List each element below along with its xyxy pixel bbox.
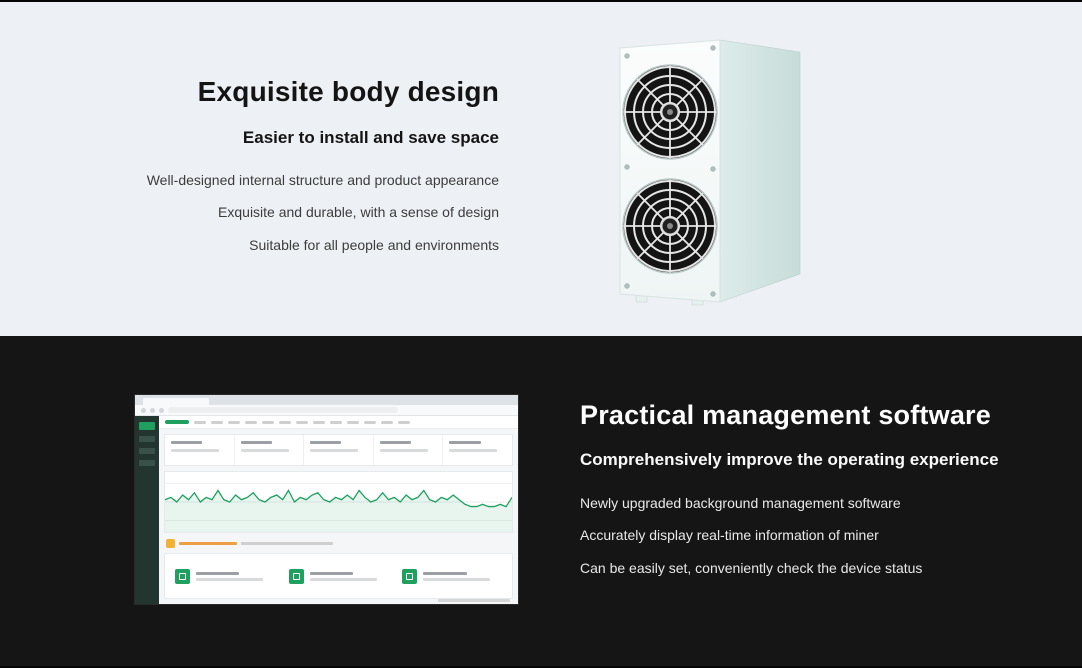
feature-line: Can be easily set, conveniently check th…: [580, 559, 923, 576]
stat-label-placeholder: [379, 441, 411, 444]
stat-cell: [165, 435, 234, 465]
stat-cell: [303, 435, 373, 465]
hashrate-sparkline: [165, 482, 512, 532]
status-card: [402, 568, 502, 584]
app-body: [135, 416, 518, 604]
alert-text-placeholder: [179, 541, 237, 545]
sidebar-item: [139, 448, 155, 454]
card-subtitle-placeholder: [196, 577, 263, 581]
sidebar-item: [139, 436, 155, 442]
miner-product-image: [608, 36, 813, 306]
sparkline-line: [165, 489, 512, 508]
card-subtitle-placeholder: [309, 577, 377, 581]
management-software-text-block: Practical management software Comprehens…: [580, 400, 1060, 593]
app-sidebar: [135, 416, 159, 604]
dashboard-screenshot: [135, 395, 518, 604]
stat-value-placeholder: [379, 449, 428, 452]
status-card: [288, 568, 389, 584]
card-text-placeholders: [309, 571, 389, 581]
stat-cell: [372, 435, 443, 465]
nav-item-placeholder: [194, 420, 206, 424]
browser-toolbar: [135, 405, 518, 416]
browser-titlebar: [135, 395, 518, 405]
feature-line: Newly upgraded background management sof…: [580, 495, 901, 511]
fan-grille-top: [622, 64, 718, 160]
app-logo: [165, 420, 189, 424]
nav-item-placeholder: [245, 420, 257, 424]
alert-text-placeholder: [241, 541, 333, 545]
nav-item-placeholder: [398, 420, 410, 424]
app-content-column: [159, 416, 518, 604]
sparkline-area: [165, 490, 512, 532]
card-text-placeholders: [423, 571, 502, 581]
sidebar-item-active: [139, 422, 155, 430]
section-heading: Practical management software: [580, 400, 991, 430]
section-heading: Exquisite body design: [197, 76, 499, 107]
top-border: [0, 0, 1082, 2]
stat-label-placeholder: [449, 441, 481, 444]
sidebar-item: [139, 460, 155, 466]
nav-item-placeholder: [347, 420, 359, 424]
card-green-icon: [175, 568, 190, 584]
stat-value-placeholder: [171, 449, 220, 452]
status-card: [175, 568, 275, 584]
nav-item-placeholder: [262, 420, 274, 424]
nav-item-placeholder: [330, 420, 342, 424]
app-top-nav: [159, 416, 518, 429]
stat-value-placeholder: [310, 449, 359, 452]
nav-item-placeholder: [228, 420, 240, 424]
card-icon-glyph: [292, 572, 300, 580]
stat-label-placeholder: [310, 441, 342, 444]
card-green-icon: [402, 568, 418, 584]
stat-value-placeholder: [240, 449, 289, 452]
back-icon: [141, 407, 146, 413]
alert-row: [164, 538, 513, 548]
body-design-section: Exquisite body design Easier to install …: [0, 2, 1082, 336]
body-design-text-block: Exquisite body design Easier to install …: [59, 76, 499, 270]
feature-line: Exquisite and durable, with a sense of d…: [218, 204, 499, 221]
card-title-placeholder: [423, 571, 467, 575]
footer-note-placeholder: [438, 599, 510, 602]
card-title-placeholder: [309, 571, 353, 575]
nav-item-placeholder: [296, 420, 308, 424]
app-main: [159, 429, 518, 604]
card-subtitle-placeholder: [423, 577, 491, 581]
card-icon-glyph: [406, 572, 414, 580]
warning-icon: [166, 538, 175, 548]
nav-item-placeholder: [211, 420, 223, 424]
screws: [624, 45, 716, 297]
hashrate-chart-panel: [164, 471, 513, 533]
card-title-placeholder: [196, 571, 240, 575]
nav-item-placeholder: [381, 420, 393, 424]
feature-line: Well-designed internal structure and pro…: [146, 172, 499, 188]
feature-line: Accurately display real-time information…: [580, 527, 879, 544]
forward-icon: [150, 407, 155, 413]
stat-cell: [442, 435, 512, 465]
section-subheading: Comprehensively improve the operating ex…: [580, 450, 999, 469]
reload-icon: [159, 407, 164, 413]
card-text-placeholders: [196, 571, 275, 581]
address-bar: [168, 407, 398, 413]
stat-label-placeholder: [171, 441, 203, 444]
stat-value-placeholder: [449, 449, 498, 452]
management-software-section: Practical management software Comprehens…: [0, 336, 1082, 666]
card-green-icon: [288, 568, 304, 584]
fan-grille-bottom: [622, 178, 718, 274]
nav-item-placeholder: [279, 420, 291, 424]
miner-side-face: [719, 39, 801, 303]
stats-row: [164, 434, 513, 466]
feature-line: Suitable for all people and environments: [249, 236, 499, 253]
miner-illustration: [619, 39, 801, 306]
stat-cell: [233, 435, 304, 465]
browser-tab: [143, 398, 209, 405]
status-cards-panel: [164, 553, 513, 599]
card-icon-glyph: [179, 572, 186, 580]
nav-item-placeholder: [364, 420, 376, 424]
stat-label-placeholder: [240, 441, 272, 444]
section-subheading: Easier to install and save space: [242, 128, 499, 147]
bottom-border: [0, 666, 1082, 668]
nav-item-placeholder: [313, 420, 325, 424]
